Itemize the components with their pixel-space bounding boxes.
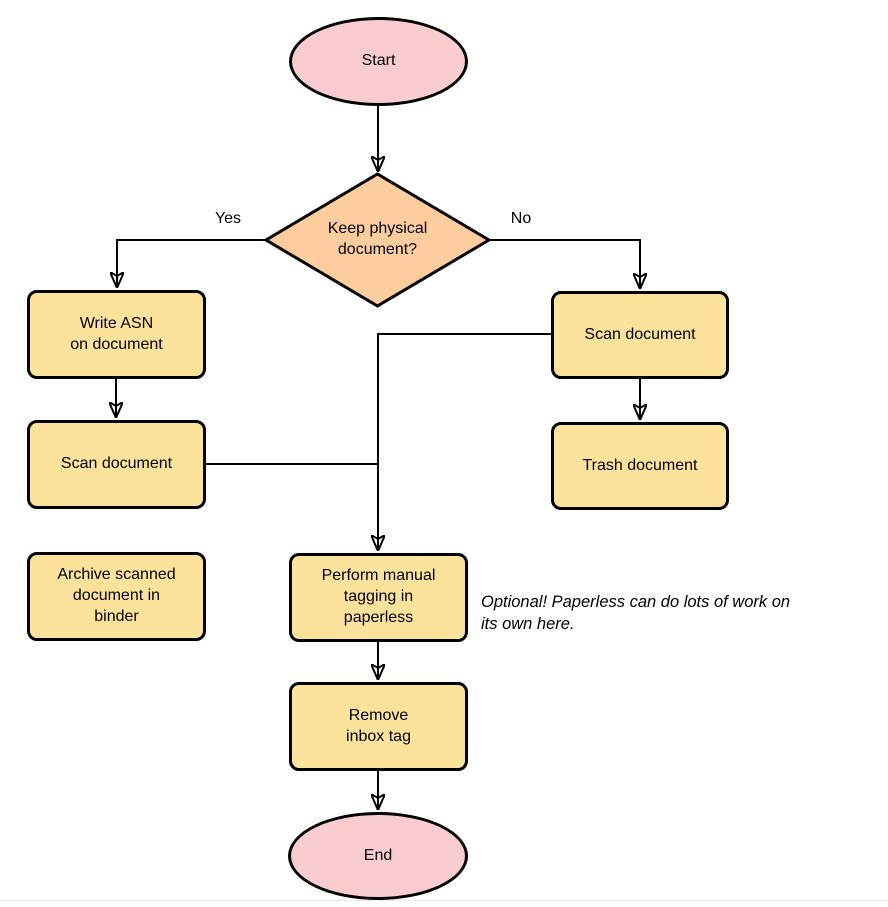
node-trash-document-label: Trash document bbox=[582, 456, 698, 474]
node-scan-document-left: Scan document bbox=[27, 420, 206, 509]
diamond-shape bbox=[263, 172, 492, 308]
node-scan-document-right-label: Scan document bbox=[584, 325, 696, 343]
node-end-label: End bbox=[363, 846, 393, 864]
node-decision-keep-physical: Keep physical document? bbox=[263, 171, 492, 309]
node-end: End bbox=[288, 812, 468, 900]
node-trash-document: Trash document bbox=[551, 422, 729, 510]
node-write-asn: Write ASN on document bbox=[27, 290, 206, 379]
edge-decision-yes bbox=[117, 239, 265, 286]
node-start-label: Start bbox=[361, 52, 396, 70]
node-decision-label: Keep physical document? bbox=[327, 220, 428, 258]
node-start: Start bbox=[289, 17, 468, 106]
node-scan-document-left-label: Scan document bbox=[60, 455, 173, 473]
edge-decision-no bbox=[489, 239, 640, 287]
node-write-asn-label: Write ASN on document bbox=[70, 314, 163, 353]
node-remove-inbox-tag: Remove inbox tag bbox=[289, 682, 468, 771]
page-bottom-divider bbox=[0, 900, 888, 901]
node-remove-inbox-tag-label: Remove inbox tag bbox=[346, 706, 411, 745]
annotation-optional-note: Optional! Paperless can do lots of work … bbox=[481, 593, 791, 633]
node-archive-document: Archive scanned document in binder bbox=[27, 552, 206, 641]
node-manual-tagging: Perform manual tagging in paperless bbox=[289, 553, 468, 642]
edge-scanright-to-tagging bbox=[378, 333, 553, 549]
edge-label-yes: Yes bbox=[214, 210, 242, 227]
node-archive-document-label: Archive scanned document in binder bbox=[57, 566, 176, 625]
edge-label-no: No bbox=[510, 210, 532, 227]
node-scan-document-right: Scan document bbox=[551, 291, 729, 379]
node-manual-tagging-label: Perform manual tagging in paperless bbox=[321, 567, 436, 626]
